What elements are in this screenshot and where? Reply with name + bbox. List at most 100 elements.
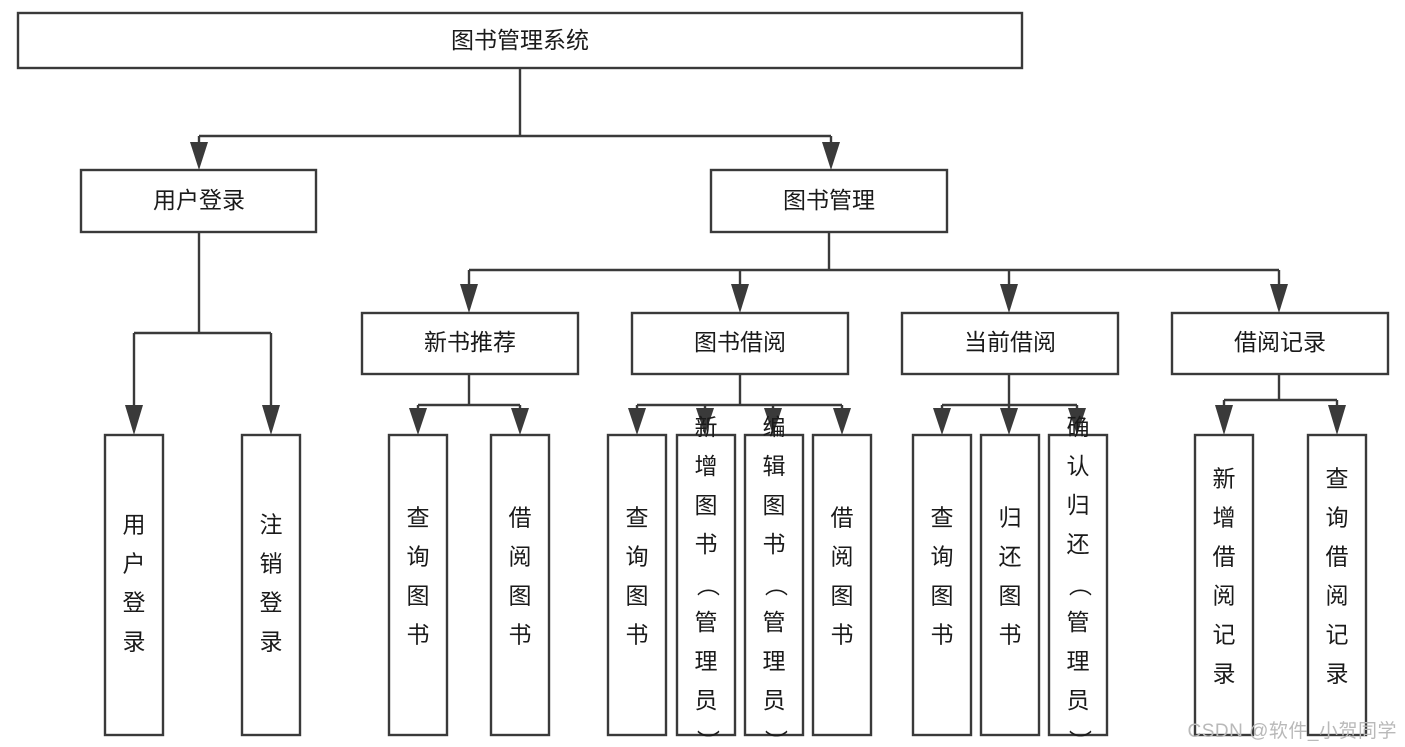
svg-text:录: 录 bbox=[123, 629, 146, 655]
svg-text:新: 新 bbox=[695, 414, 718, 440]
svg-text:增: 增 bbox=[695, 453, 718, 479]
svg-text:认: 认 bbox=[1067, 453, 1090, 479]
svg-text:（: （ bbox=[763, 574, 789, 597]
leaf-return-book-box[interactable] bbox=[979, 433, 1041, 737]
svg-text:登: 登 bbox=[123, 590, 146, 616]
borrow-record-label: 借阅记录 bbox=[1234, 329, 1326, 355]
svg-text:图: 图 bbox=[509, 583, 532, 609]
svg-text:图: 图 bbox=[931, 583, 954, 609]
leaf-query-record-box[interactable] bbox=[1306, 433, 1368, 737]
svg-text:查: 查 bbox=[626, 505, 649, 531]
svg-text:记: 记 bbox=[1326, 622, 1349, 648]
svg-text:询: 询 bbox=[626, 544, 649, 570]
user-login-label: 用户登录 bbox=[153, 187, 245, 213]
leaf-query-book-3-box[interactable] bbox=[911, 433, 973, 737]
svg-text:查: 查 bbox=[931, 505, 954, 531]
svg-text:图: 图 bbox=[999, 583, 1022, 609]
arrow-to-leaf-add-book bbox=[696, 408, 714, 435]
svg-text:书: 书 bbox=[509, 622, 532, 648]
user-login-box[interactable] bbox=[79, 168, 318, 234]
node-user-login[interactable]: 用户登录 bbox=[79, 168, 318, 234]
node-book-borrow[interactable]: 图书借阅 bbox=[630, 311, 850, 376]
leaf-user-login-box[interactable] bbox=[103, 433, 165, 737]
arrow-to-leaf-borrow-book-1 bbox=[511, 408, 529, 435]
csdn-watermark: CSDN @软件_小贺同学 bbox=[1187, 721, 1397, 742]
svg-text:管: 管 bbox=[695, 609, 718, 635]
svg-text:借: 借 bbox=[1326, 544, 1349, 570]
book-manage-box[interactable] bbox=[709, 168, 949, 234]
arrow-to-leaf-query-book-2 bbox=[628, 408, 646, 435]
svg-text:员: 员 bbox=[695, 687, 718, 713]
node-borrow-record[interactable]: 借阅记录 bbox=[1170, 311, 1390, 376]
svg-text:询: 询 bbox=[1326, 505, 1349, 531]
svg-text:员: 员 bbox=[763, 687, 786, 713]
new-book-recommend-box[interactable] bbox=[360, 311, 580, 376]
current-borrow-box[interactable] bbox=[900, 311, 1120, 376]
svg-text:登: 登 bbox=[260, 590, 283, 616]
svg-text:图: 图 bbox=[831, 583, 854, 609]
svg-text:图: 图 bbox=[407, 583, 430, 609]
svg-text:书: 书 bbox=[407, 622, 430, 648]
book-manage-label: 图书管理 bbox=[783, 187, 875, 213]
svg-text:理: 理 bbox=[1067, 648, 1090, 674]
svg-text:阅: 阅 bbox=[1213, 583, 1236, 609]
svg-text:书: 书 bbox=[763, 531, 786, 557]
arrow-to-leaf-query-record bbox=[1328, 405, 1346, 435]
node-new-book-recommend[interactable]: 新书推荐 bbox=[360, 311, 580, 376]
leaf-edit-book-box[interactable] bbox=[743, 433, 805, 737]
node-leaf-user-login[interactable]: 用户登录 bbox=[103, 433, 165, 737]
arrow-to-book-manage bbox=[822, 142, 840, 170]
leaf-borrow-book-2-box[interactable] bbox=[811, 433, 873, 737]
root-box[interactable] bbox=[16, 11, 1024, 70]
leaf-borrow-book-1-box[interactable] bbox=[489, 433, 551, 737]
leaf-user-login-label: 用户登录 bbox=[123, 512, 146, 655]
arrow-to-leaf-edit-book bbox=[764, 408, 782, 435]
svg-text:（: （ bbox=[695, 574, 721, 597]
svg-text:图: 图 bbox=[695, 492, 718, 518]
svg-text:销: 销 bbox=[260, 551, 283, 577]
arrow-to-leaf-borrow-book-2 bbox=[833, 408, 851, 435]
svg-text:管: 管 bbox=[1067, 609, 1090, 635]
arrow-to-leaf-return-book bbox=[1000, 408, 1018, 435]
node-root[interactable]: 图书管理系统 bbox=[16, 11, 1024, 70]
leaf-query-book-2-box[interactable] bbox=[606, 433, 668, 737]
svg-text:书: 书 bbox=[831, 622, 854, 648]
svg-text:归: 归 bbox=[1067, 492, 1090, 518]
leaf-add-book-box[interactable] bbox=[675, 433, 737, 737]
leaf-query-book-1-box[interactable] bbox=[387, 433, 449, 737]
svg-text:理: 理 bbox=[695, 648, 718, 674]
svg-text:书: 书 bbox=[999, 622, 1022, 648]
leaf-confirm-return-box[interactable] bbox=[1047, 433, 1109, 737]
svg-text:编: 编 bbox=[763, 414, 786, 440]
leaf-logout-login-box[interactable] bbox=[240, 433, 302, 737]
arrow-to-book-borrow bbox=[731, 284, 749, 313]
borrow-record-box[interactable] bbox=[1170, 311, 1390, 376]
svg-text:理: 理 bbox=[763, 648, 786, 674]
node-current-borrow[interactable]: 当前借阅 bbox=[900, 311, 1120, 376]
arrow-to-leaf-add-record bbox=[1215, 405, 1233, 435]
leaf-add-record-box[interactable] bbox=[1193, 433, 1255, 737]
node-book-manage[interactable]: 图书管理 bbox=[709, 168, 949, 234]
svg-text:员: 员 bbox=[1067, 687, 1090, 713]
book-borrow-box[interactable] bbox=[630, 311, 850, 376]
svg-text:）: ） bbox=[1067, 730, 1093, 747]
